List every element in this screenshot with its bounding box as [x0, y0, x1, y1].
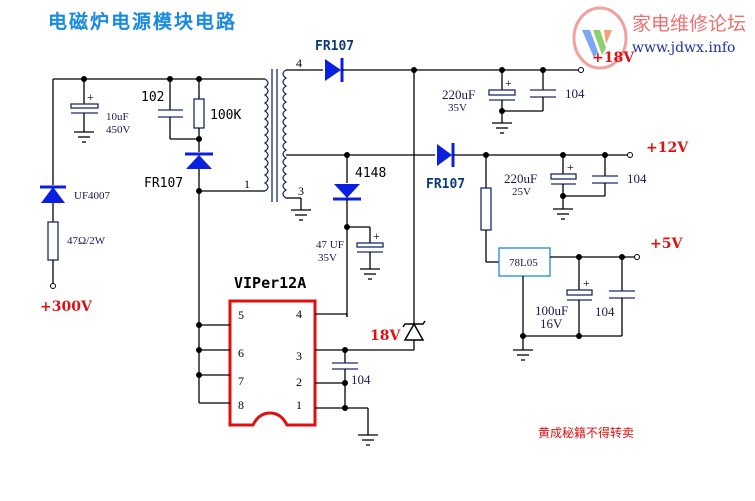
label-4148: 4148 [355, 166, 386, 181]
junction [342, 380, 348, 386]
diode-fr107-snubber-icon [186, 155, 212, 169]
diagram-title: 电磁炉电源模块电路 [48, 10, 237, 33]
label-zener-18v: 18V [370, 328, 401, 344]
cap-220uf-35v-icon [488, 89, 516, 96]
logo-w-blue [582, 30, 598, 58]
label-220uf-35v: 220uF [442, 87, 475, 102]
terminal-18v [578, 67, 584, 73]
transformer-secondary-coil-icon [282, 69, 288, 199]
diode-fr107-12v-icon [437, 144, 452, 166]
label-104-12v: 104 [627, 171, 647, 186]
regulator-78l05 [498, 247, 551, 277]
cap-100uf-icon [566, 289, 593, 296]
polarity-plus: + [87, 90, 94, 104]
label-47r: 47Ω/2W [67, 235, 106, 247]
ic-pin-1: 1 [296, 398, 302, 412]
resistor-47r-icon [47, 221, 59, 261]
pin-label-4: 4 [296, 56, 302, 70]
polarity-plus: + [583, 276, 590, 290]
label-100uf: 100uF [535, 303, 568, 318]
transformer-primary-coil-icon [263, 78, 269, 192]
label-104-5v: 104 [595, 304, 615, 319]
label-35v: 35V [448, 102, 467, 114]
watermark-site-name: 家电维修论坛 [632, 13, 746, 35]
junction [196, 322, 202, 328]
polarity-plus: + [567, 160, 574, 174]
label-10uf: 10uF [106, 111, 129, 123]
ic-pin-3: 3 [296, 349, 302, 363]
watermark-logo: 家电维修论坛 www.jdwx.info [572, 6, 746, 70]
logo-ring-icon [572, 6, 628, 70]
zener-18v-icon [403, 322, 425, 341]
ic-pin-2: 2 [296, 375, 302, 389]
ic-pin-7: 7 [238, 374, 244, 388]
terminal-12v [627, 152, 633, 158]
ic-pin-8: 8 [238, 398, 244, 412]
label-78l05: 78L05 [509, 257, 538, 269]
watermark-url: www.jdwx.info [632, 40, 735, 56]
logo-w-green [593, 30, 606, 55]
zener-bar [402, 320, 426, 328]
label-uf4007: UF4007 [74, 190, 111, 202]
label-fr107-snubber: FR107 [144, 176, 183, 191]
ic-viper12a-outline [228, 299, 317, 427]
diode-4148-icon [334, 184, 360, 198]
label-fr107-18v: FR107 [315, 39, 354, 54]
label-100k: 100K [210, 108, 241, 123]
footer-note: 黄成秘籍不得转卖 [538, 425, 634, 440]
junction [576, 333, 582, 339]
label-104-18v: 104 [565, 86, 585, 101]
transformer: 1 4 3 [244, 56, 304, 202]
terminal-300v [50, 283, 56, 289]
label-vin-300v: +300V [40, 299, 93, 315]
label-104-ic: 104 [351, 372, 371, 387]
resistor-100k-icon [193, 98, 205, 129]
label-102: 102 [141, 90, 164, 105]
label-47uf: 47 UF [316, 239, 344, 251]
resistor-regulator-feed-icon [480, 187, 492, 231]
cap-10uf-plate-icon [70, 103, 99, 109]
pin-label-1: 1 [244, 177, 250, 191]
polarity-plus: + [505, 76, 512, 90]
label-450v: 450V [106, 124, 131, 136]
junction [196, 372, 202, 378]
ic-pin-6: 6 [238, 346, 244, 360]
label-out-12v: +12V [646, 140, 689, 156]
label-220uf-25v: 220uF [504, 171, 537, 186]
label-25v: 25V [512, 186, 531, 198]
junction [342, 405, 348, 411]
label-fr107-12v: FR107 [426, 177, 465, 192]
ic-pin-5: 5 [238, 308, 244, 322]
junction [196, 136, 202, 142]
label-35v-aux: 35V [318, 252, 337, 264]
diode-uf4007-icon [41, 187, 65, 203]
terminal-5v [634, 254, 640, 260]
junction [196, 347, 202, 353]
cap-47uf-icon [356, 242, 384, 248]
logo-w-orange [604, 30, 612, 44]
label-16v: 16V [540, 316, 563, 331]
cap-220uf-25v-icon [550, 173, 577, 180]
ic-name: VIPer12A [234, 274, 306, 292]
label-out-5v: +5V [650, 236, 683, 252]
diode-fr107-18v-icon [325, 59, 341, 81]
polarity-plus: + [373, 229, 380, 243]
ic-pin-4: 4 [296, 307, 302, 321]
pin-label-3: 3 [298, 184, 304, 198]
label-out-18v: +18V [592, 50, 635, 66]
